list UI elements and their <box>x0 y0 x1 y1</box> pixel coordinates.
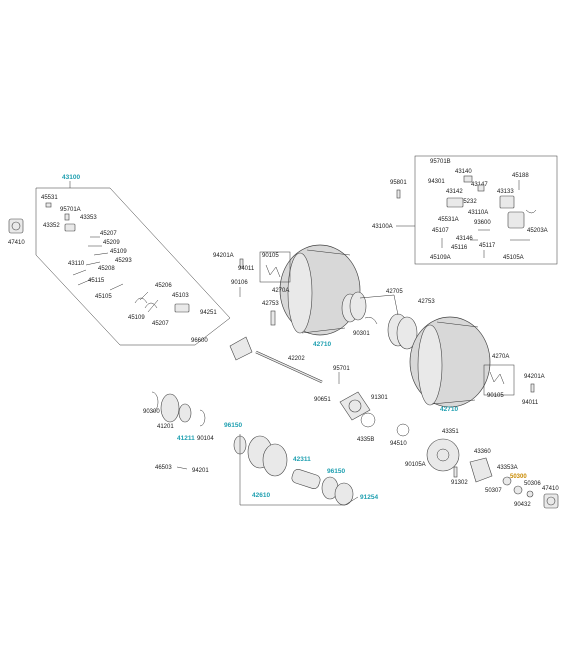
kit-43100-parts: 45531 95701A 43353 43352 45207 45209 451… <box>41 195 217 344</box>
label-45207[interactable]: 45207 <box>100 231 117 237</box>
label-90301[interactable]: 90301 <box>353 331 370 337</box>
label-43360[interactable]: 43360 <box>474 449 491 455</box>
label-43351[interactable]: 43351 <box>442 429 459 435</box>
label-94251[interactable]: 94251 <box>200 310 217 316</box>
label-94201A-lower[interactable]: 94201A <box>524 374 545 380</box>
label-45531[interactable]: 45531 <box>41 195 58 201</box>
label-94201A-upper[interactable]: 94201A <box>213 253 234 259</box>
label-45207b[interactable]: 45207 <box>152 321 169 327</box>
label-45232[interactable]: 45232 <box>460 199 477 205</box>
label-91302[interactable]: 91302 <box>451 480 468 486</box>
tire-42710-upper <box>279 244 361 336</box>
label-43110[interactable]: 43110 <box>68 261 85 267</box>
label-43100[interactable]: 43100 <box>62 174 80 181</box>
label-95701A[interactable]: 95701A <box>60 207 81 213</box>
label-42610[interactable]: 42610 <box>252 492 270 499</box>
label-45209[interactable]: 45209 <box>103 240 120 246</box>
label-45116[interactable]: 45116 <box>451 245 468 251</box>
label-90105A[interactable]: 90105A <box>405 462 426 468</box>
label-46503[interactable]: 46503 <box>155 465 172 471</box>
label-96150-left[interactable]: 96150 <box>224 422 242 429</box>
label-42753-right[interactable]: 42753 <box>418 299 435 305</box>
rim-42705 <box>341 291 418 350</box>
label-50300[interactable]: 50300 <box>510 474 527 480</box>
label-45109[interactable]: 45109 <box>110 249 127 255</box>
label-45293[interactable]: 45293 <box>115 258 132 264</box>
label-50306[interactable]: 50306 <box>524 481 541 487</box>
label-45531A[interactable]: 45531A <box>438 217 459 223</box>
label-45208[interactable]: 45208 <box>98 266 115 272</box>
label-94011-lower[interactable]: 94011 <box>522 400 539 406</box>
label-43100A[interactable]: 43100A <box>372 224 393 230</box>
label-43353A[interactable]: 43353A <box>497 465 518 471</box>
caliper-cluster <box>469 457 534 498</box>
label-96150-right[interactable]: 96150 <box>327 468 345 475</box>
kit-43100A-parts: 95701B 43140 94301 43147 45188 43142 431… <box>428 159 548 261</box>
label-90432[interactable]: 90432 <box>514 502 531 508</box>
label-50307[interactable]: 50307 <box>485 488 502 494</box>
label-4335B[interactable]: 4335B <box>357 437 374 443</box>
axle-42202 <box>229 336 323 384</box>
hub-flange-4335B <box>339 391 376 428</box>
label-95801[interactable]: 95801 <box>390 180 407 186</box>
label-43146[interactable]: 43146 <box>456 236 473 242</box>
label-91301[interactable]: 91301 <box>371 395 388 401</box>
label-45103[interactable]: 45103 <box>172 293 189 299</box>
kit-43100-outline <box>35 187 231 346</box>
label-4270A-upper[interactable]: 4270A <box>272 288 289 294</box>
label-91254[interactable]: 91254 <box>360 494 378 501</box>
label-47410-left[interactable]: 47410 <box>8 240 25 246</box>
label-45109A[interactable]: 45109A <box>430 255 451 261</box>
label-94301[interactable]: 94301 <box>428 179 445 185</box>
label-43133[interactable]: 43133 <box>497 189 514 195</box>
label-45105[interactable]: 45105 <box>95 294 112 300</box>
label-41211[interactable]: 41211 <box>177 435 195 442</box>
label-90105-lower[interactable]: 90105 <box>487 393 504 399</box>
label-45117[interactable]: 45117 <box>479 243 496 249</box>
label-45206[interactable]: 45206 <box>155 283 172 289</box>
label-95701[interactable]: 95701 <box>333 366 350 372</box>
label-45115[interactable]: 45115 <box>88 278 105 284</box>
label-45203A[interactable]: 45203A <box>527 228 548 234</box>
label-45188[interactable]: 45188 <box>512 173 529 179</box>
label-43110A[interactable]: 43110A <box>468 210 488 216</box>
label-4270A-lower[interactable]: 4270A <box>492 354 509 360</box>
label-90300[interactable]: 90300 <box>143 409 160 415</box>
label-45105A[interactable]: 45105A <box>503 255 524 261</box>
label-94201[interactable]: 94201 <box>192 468 209 474</box>
label-43353[interactable]: 43353 <box>80 215 97 221</box>
label-42202[interactable]: 42202 <box>288 356 305 362</box>
label-43142[interactable]: 43142 <box>446 189 463 195</box>
box-90105-lower <box>483 364 515 396</box>
label-94011-upper[interactable]: 94011 <box>238 266 255 272</box>
label-45109b[interactable]: 45109 <box>128 315 145 321</box>
label-90651[interactable]: 90651 <box>314 397 331 403</box>
label-42753-left[interactable]: 42753 <box>262 301 279 307</box>
label-42710-lower[interactable]: 42710 <box>440 406 458 413</box>
label-95701B[interactable]: 95701B <box>430 159 451 165</box>
tire-42710-lower <box>409 316 491 408</box>
label-93600[interactable]: 93600 <box>474 220 491 226</box>
label-42311[interactable]: 42311 <box>293 456 311 463</box>
label-43140[interactable]: 43140 <box>455 169 472 175</box>
kit-43100A-outline <box>414 155 558 265</box>
bearing-set <box>233 435 354 506</box>
label-42710-upper[interactable]: 42710 <box>313 341 331 348</box>
seal-parts <box>151 391 206 427</box>
label-94510[interactable]: 94510 <box>390 441 407 447</box>
label-42705[interactable]: 42705 <box>386 289 403 295</box>
box-90105-upper <box>259 251 291 283</box>
label-45107[interactable]: 45107 <box>432 228 449 234</box>
label-47410-right[interactable]: 47410 <box>542 486 559 492</box>
brake-disc-43351 <box>426 438 460 472</box>
label-41201[interactable]: 41201 <box>157 424 174 430</box>
label-90105-upper[interactable]: 90105 <box>262 253 279 259</box>
label-96600[interactable]: 96600 <box>191 338 208 344</box>
label-90104[interactable]: 90104 <box>197 436 214 442</box>
label-43352[interactable]: 43352 <box>43 223 60 229</box>
label-90106[interactable]: 90106 <box>231 280 248 286</box>
